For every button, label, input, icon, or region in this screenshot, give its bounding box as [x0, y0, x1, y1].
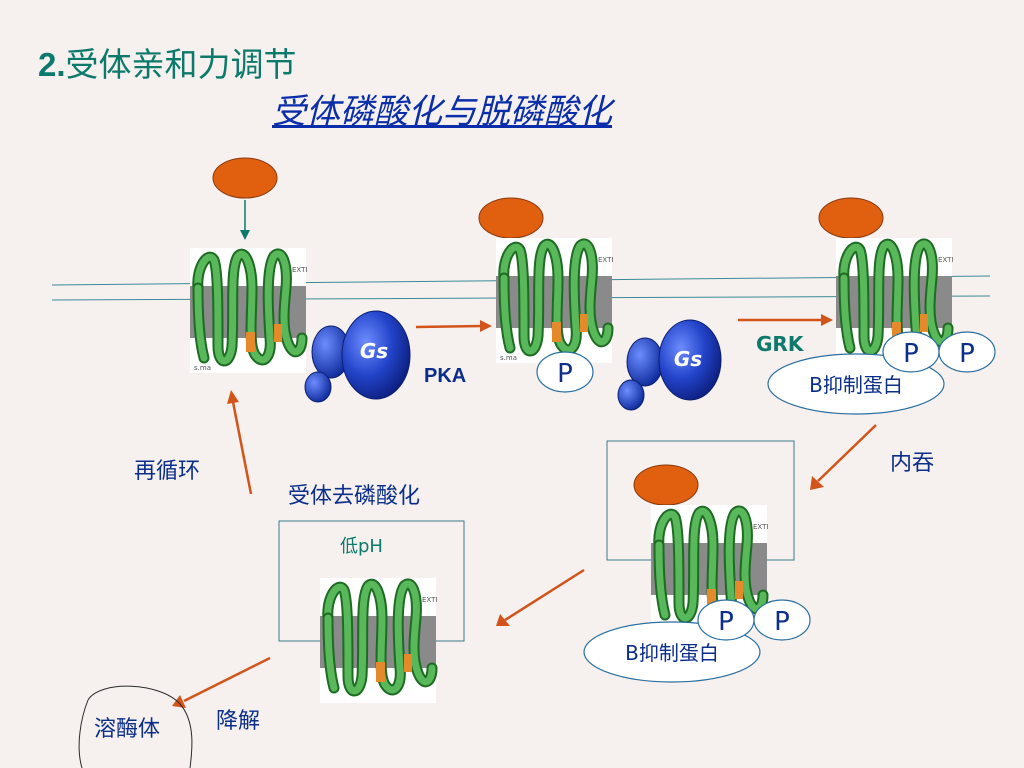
ligand-1: [212, 157, 278, 199]
arrow-to-stage-3-head: [821, 314, 833, 326]
pka-label: PKA: [424, 365, 466, 387]
receptor-stage-2: EXTI s.ma P: [478, 197, 613, 393]
title-number: 2.: [38, 46, 66, 83]
phosphate-label-3a: P: [903, 339, 919, 369]
low-ph-label: 低pH: [340, 536, 383, 557]
receptor-tag-1: EXTI: [292, 266, 307, 274]
receptor-stage-4: EXTI B抑制蛋白 P P: [583, 440, 811, 683]
arrow-endocytosis-head: [810, 476, 824, 490]
lysosome-outline: [78, 685, 193, 768]
receptor-panel-1: [190, 248, 306, 373]
phosphate-label-4a: P: [718, 607, 734, 637]
arrow-to-stage-2: [415, 324, 483, 329]
phosphate-label-4b: P: [774, 607, 790, 637]
endocytosis-label: 内吞: [890, 451, 934, 476]
arrow-recycle: [231, 401, 253, 495]
gs-protein-2: Gs: [617, 319, 722, 411]
receptor-stage-1: EXTI s.ma: [190, 157, 307, 373]
receptor-panel-5: [320, 578, 436, 703]
receptor-code-1: s.ma: [194, 364, 211, 372]
receptor-stage-3: EXTI B抑制蛋白 P P: [767, 197, 996, 415]
arrow-endocytosis: [817, 424, 877, 482]
arrow-to-stage-5-head: [496, 614, 510, 626]
phosphate-3b: [938, 331, 996, 373]
page-subtitle: 受体磷酸化与脱磷酸化: [272, 92, 612, 132]
degradation-label: 降解: [216, 709, 260, 734]
phosphate-2: [536, 351, 594, 393]
phosphate-label-3b: P: [959, 339, 975, 369]
phosphate-label-2: P: [557, 359, 573, 389]
receptor-tag-4: EXTI: [753, 523, 768, 531]
page-title: 2.受体亲和力调节: [38, 38, 297, 86]
arrestin-label-4: B抑制蛋白: [625, 641, 719, 665]
phosphate-4b: [753, 599, 811, 641]
arrow-to-stage-2-head: [480, 320, 492, 332]
ligand-4: [633, 464, 699, 506]
receptor-tag-5: EXTI: [422, 596, 437, 604]
arrow-recycle-head: [227, 390, 239, 404]
recycle-label: 再循环: [134, 459, 200, 484]
title-text: 受体亲和力调节: [65, 45, 297, 84]
receptor-code-2: s.ma: [500, 354, 517, 362]
arrow-degradation-head: [172, 695, 186, 708]
ligand-2: [478, 197, 544, 239]
receptor-tag-3: EXTI: [938, 256, 953, 264]
lysosome-label: 溶酶体: [94, 717, 160, 742]
dephosphorylation-label: 受体去磷酸化: [288, 484, 420, 509]
receptor-tag-2: EXTI: [598, 256, 613, 264]
receptor-panel-2: [496, 238, 612, 363]
grk-label: GRK: [756, 332, 805, 356]
gs-protein-1: Gs: [304, 310, 411, 403]
arrestin-label-3: B抑制蛋白: [809, 373, 903, 397]
receptor-stage-5: 受体去磷酸化 低pH EXTI: [278, 484, 465, 703]
arrow-to-stage-5: [504, 568, 585, 622]
arrow-degradation: [183, 656, 271, 703]
gs-label-1: Gs: [360, 339, 388, 363]
ligand-3: [818, 197, 884, 239]
ligand-binding-arrowhead: [240, 230, 250, 240]
gs-label-2: Gs: [674, 347, 702, 371]
